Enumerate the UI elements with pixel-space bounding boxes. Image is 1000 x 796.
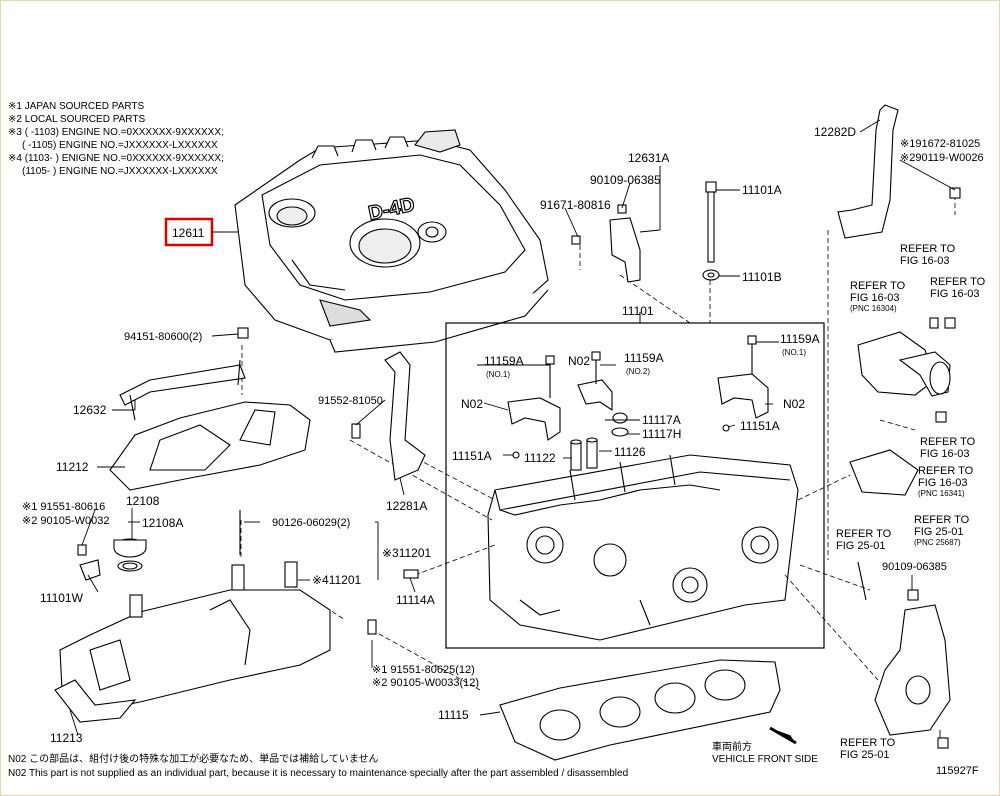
part-sub-label: (NO.1) [782, 348, 806, 357]
refer-link[interactable]: REFER TO [840, 737, 896, 749]
sourcing-notes: ※1 JAPAN SOURCED PARTS ※2 LOCAL SOURCED … [8, 101, 224, 177]
bracket-12282D-drawing [837, 104, 961, 239]
refer-link[interactable]: FIG 25-01 [840, 749, 890, 761]
refer-link[interactable]: REFER TO [850, 280, 906, 292]
part-label-11101B[interactable]: 11101B [742, 270, 782, 284]
bracket-12631A-drawing [571, 204, 641, 283]
part-label-91551-80625[interactable]: ※1 91551-80625(12) [372, 664, 475, 676]
part-label-N02[interactable]: N02 [783, 397, 805, 411]
part-label-91671-80816[interactable]: 91671-80816 [540, 198, 611, 212]
refer-link[interactable]: FIG 16-03 [900, 255, 950, 267]
part-label-12611[interactable]: 12611 [172, 226, 205, 240]
bracket-bottom-right-drawing [874, 604, 951, 749]
refer-link[interactable]: REFER TO [836, 528, 892, 540]
water-outlet-drawing [849, 317, 956, 601]
note-line: ※3 ( -1103) ENGINE NO.=0XXXXXX-9XXXXXX; [8, 127, 224, 138]
part-label-N02[interactable]: N02 [461, 397, 483, 411]
leader-lines [69, 119, 956, 738]
part-label-11213[interactable]: 11213 [50, 731, 83, 745]
part-label-11101[interactable]: 11101 [622, 304, 654, 318]
head-bolt-drawing [702, 181, 720, 281]
figure-references: REFER TO FIG 16-03 (PNC 16304) REFER TO … [836, 243, 986, 761]
refer-link[interactable]: FIG 16-03 [850, 292, 900, 304]
part-label-12282D[interactable]: 12282D [814, 125, 856, 139]
note-line: ※2 LOCAL SOURCED PARTS [8, 114, 145, 125]
part-label-11117A[interactable]: 11117A [642, 413, 681, 427]
part-label-90105-W0033[interactable]: ※2 90105-W0033(12) [372, 677, 479, 689]
refer-link-pnc: (PNC 25687) [914, 538, 961, 547]
cylinder-head-cover-sub-drawing [54, 510, 419, 723]
footnote-en: N02 This part is not supplied as an indi… [8, 768, 628, 779]
part-label-11101A[interactable]: 11101A [742, 183, 782, 197]
part-label-12632[interactable]: 12632 [73, 403, 107, 417]
part-label-11151A[interactable]: 11151A [452, 449, 492, 463]
part-sub-label: (NO.1) [486, 370, 510, 379]
part-label-12281A[interactable]: 12281A [386, 499, 427, 513]
figure-id: 115927F [936, 765, 979, 777]
part-label-91552-81050[interactable]: 91552-81050 [318, 395, 383, 407]
refer-link[interactable]: FIG 25-01 [914, 526, 964, 538]
part-label-311201[interactable]: ※311201 [382, 546, 432, 560]
part-label-N02[interactable]: N02 [568, 354, 590, 368]
part-label-12631A[interactable]: 12631A [628, 151, 669, 165]
cylinder-head-group-box [445, 322, 825, 649]
refer-link[interactable]: REFER TO [918, 465, 974, 477]
head-gasket-drawing [499, 659, 781, 761]
bracket-12281A-drawing [351, 351, 426, 481]
front-direction-jp: 車両前方 [712, 740, 752, 753]
refer-link[interactable]: FIG 16-03 [918, 477, 968, 489]
note-line: ( -1105) ENGINE NO.=JXXXXXX-LXXXXXX [22, 140, 218, 151]
refer-link-pnc: (PNC 16304) [850, 304, 897, 313]
refer-link[interactable]: FIG 16-03 [920, 448, 970, 460]
part-label-11115[interactable]: 11115 [438, 708, 469, 722]
part-label-11212[interactable]: 11212 [56, 460, 89, 474]
part-label-411201[interactable]: ※411201 [312, 573, 362, 587]
refer-link[interactable]: REFER TO [900, 243, 956, 255]
refer-link[interactable]: FIG 16-03 [930, 288, 980, 300]
part-label-11126[interactable]: 11126 [614, 445, 646, 459]
refer-link[interactable]: FIG 25-01 [836, 540, 886, 552]
part-label-11114A[interactable]: 11114A [396, 593, 435, 607]
refer-link-pnc: (PNC 16341) [918, 489, 965, 498]
cylinder-head-drawing [487, 454, 799, 641]
part-label-290119-W0026[interactable]: ※290119-W0026 [900, 152, 984, 164]
part-label-94151-80600[interactable]: 94151-80600(2) [124, 331, 202, 343]
part-sub-label: (NO.2) [626, 367, 650, 376]
engine-cover-drawing [234, 129, 549, 353]
front-direction-arrow-icon [769, 726, 797, 745]
part-label-90109-06385[interactable]: 90109-06385 [590, 173, 661, 187]
part-label-191672-81025[interactable]: ※191672-81025 [900, 138, 980, 150]
part-label-90105-W0032[interactable]: ※2 90105-W0032 [22, 515, 110, 527]
cylinder-head-cover-drawing [109, 401, 311, 491]
note-line: ※4 (1103- ) ENIGNE NO.=0XXXXXX-9XXXXXX; [8, 153, 224, 164]
part-label-11159A[interactable]: 11159A [624, 351, 664, 365]
part-label-11151A[interactable]: 11151A [740, 419, 780, 433]
part-label-11159A[interactable]: 11159A [780, 332, 820, 346]
part-label-90126-06029[interactable]: 90126-06029(2) [272, 517, 350, 529]
part-label-90109-06385[interactable]: 90109-06385 [882, 561, 947, 573]
refer-link[interactable]: REFER TO [920, 436, 976, 448]
part-label-91551-80616[interactable]: ※1 91551-80616 [22, 501, 105, 513]
oil-filler-drawing [77, 538, 147, 581]
note-line: ※1 JAPAN SOURCED PARTS [8, 101, 145, 112]
front-direction-en: VEHICLE FRONT SIDE [712, 754, 818, 765]
part-label-11101W[interactable]: 11101W [40, 591, 84, 605]
gasket-12632-drawing [119, 327, 249, 421]
part-label-12108A[interactable]: 12108A [142, 516, 183, 530]
footnote-jp: N02 この部品は、組付け後の特殊な加工が必要なため、単品では補給していません [8, 752, 379, 765]
note-line: (1105- ) ENGINE NO.=JXXXXXX-LXXXXXX [22, 166, 218, 177]
cam-caps-drawing [507, 335, 769, 471]
part-label-11159A[interactable]: 11159A [484, 354, 524, 368]
refer-link[interactable]: REFER TO [914, 514, 970, 526]
assembly-guides [240, 195, 956, 691]
part-label-11117H[interactable]: 11117H [642, 427, 681, 441]
refer-link[interactable]: REFER TO [930, 276, 986, 288]
part-label-12108[interactable]: 12108 [126, 494, 160, 508]
part-label-11122[interactable]: 11122 [524, 451, 556, 465]
